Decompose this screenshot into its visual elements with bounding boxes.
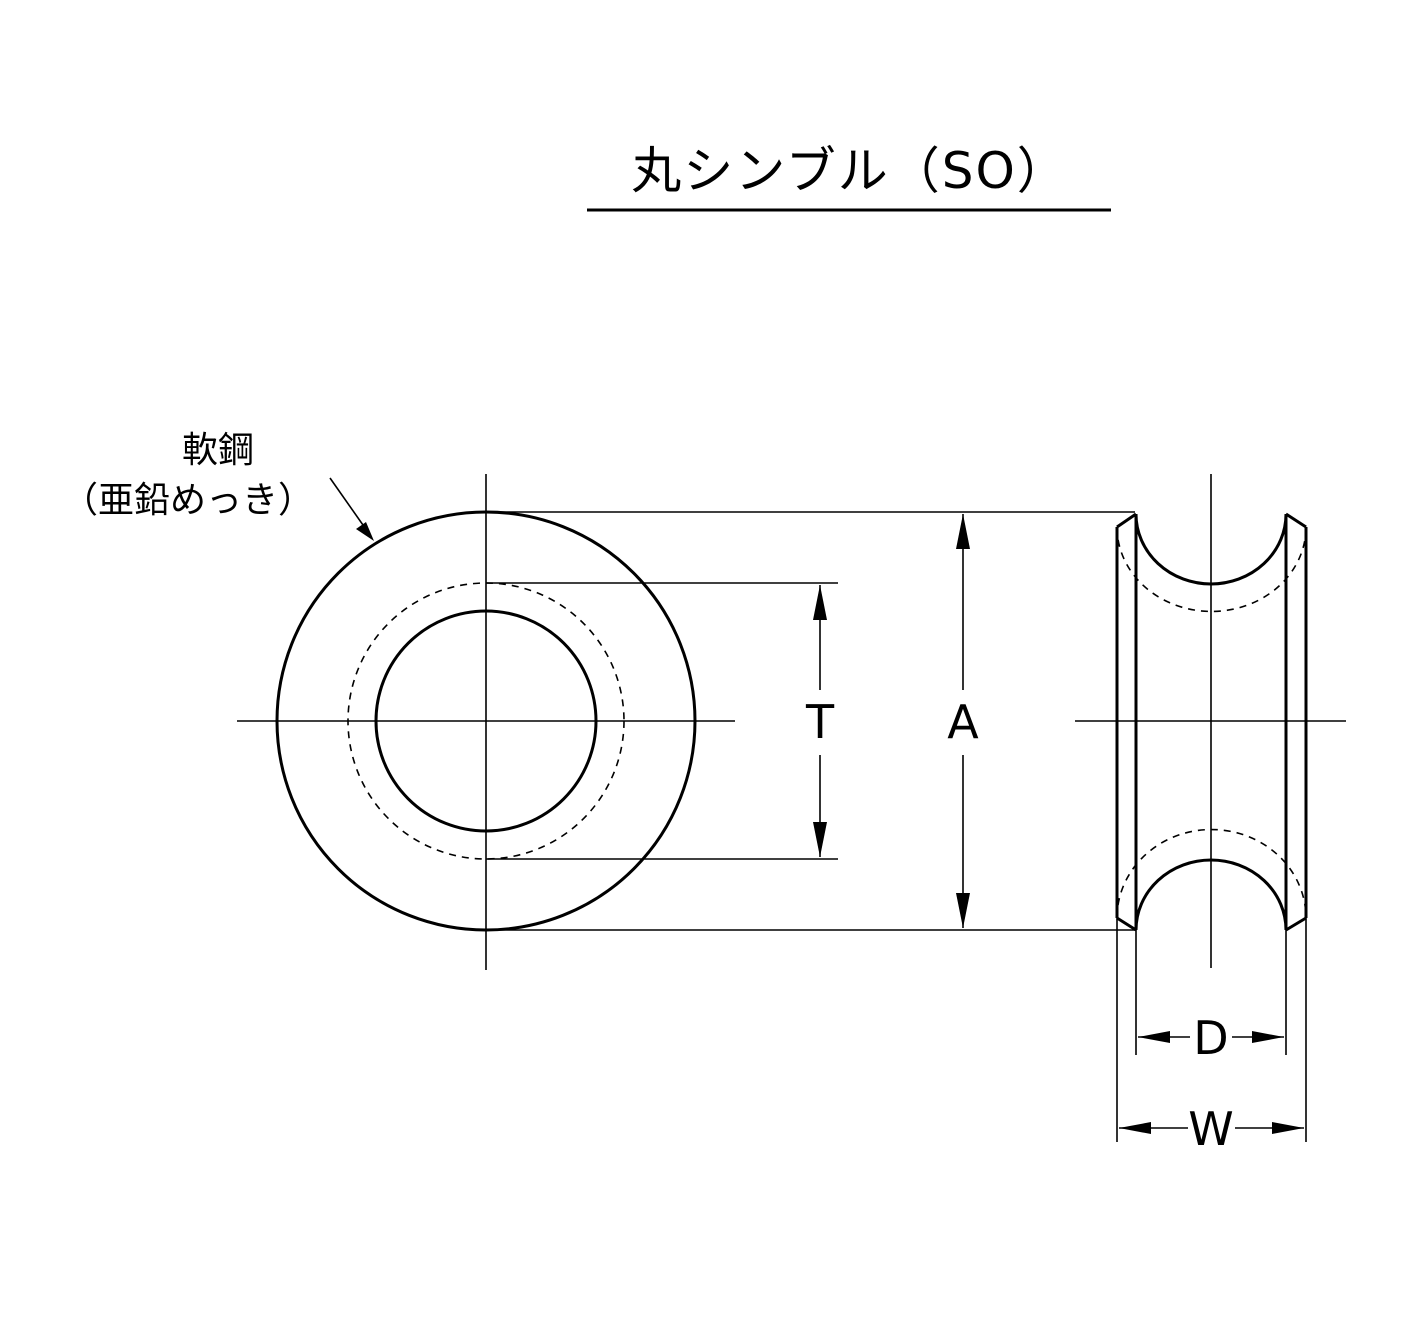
dimension-A: A [947,514,979,928]
dimension-A-arrow-top [956,514,970,549]
dimension-T-arrow-bottom [813,822,827,857]
dimension-D: D [1135,930,1287,1065]
drawing-title: 丸シンブル（SO） [631,142,1069,200]
dimension-A-label: A [947,695,979,749]
dimension-T-label: T [805,695,835,749]
top-groove-profile [1134,513,1288,586]
dimension-T-arrow-top [813,585,827,620]
dimension-W: W [1116,918,1307,1156]
dimension-W-label: W [1188,1102,1233,1156]
bottom-groove-hidden [1116,828,1307,919]
material-finish-label: （亜鉛めっき） [62,480,314,521]
side-view [1075,474,1346,968]
dimension-T: T [805,585,835,857]
dimension-W-arrow-left [1119,1122,1151,1134]
dimension-D-arrow-right [1252,1031,1284,1043]
dimension-W-arrow-right [1272,1122,1304,1134]
front-view [237,474,735,970]
material-label: 軟鋼 [182,430,254,471]
dimension-D-arrow-left [1138,1031,1170,1043]
top-groove-hidden [1116,526,1307,613]
dimension-D-label: D [1193,1011,1228,1065]
bottom-groove-profile [1134,858,1288,931]
dimension-A-arrow-bottom [956,893,970,928]
material-leader-arrow [356,522,374,541]
